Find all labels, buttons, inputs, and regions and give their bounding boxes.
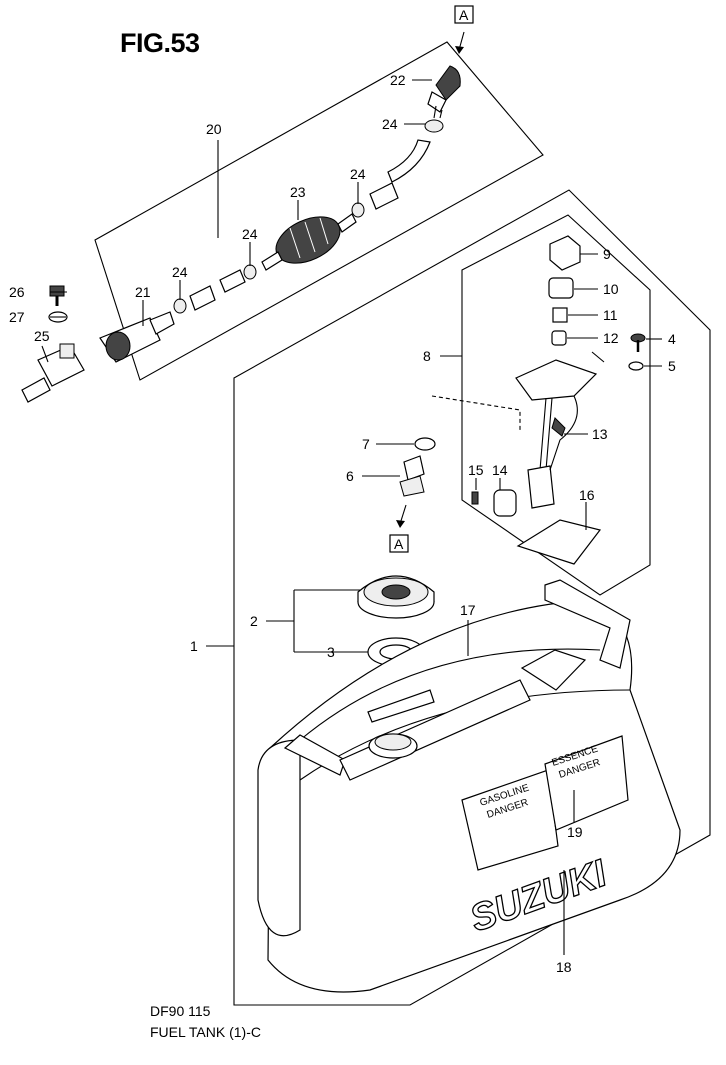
part-12-seal — [551, 330, 567, 346]
callout-3: 3 — [327, 644, 335, 660]
callout-9: 9 — [603, 246, 611, 262]
callout-14: 14 — [492, 462, 508, 478]
part-24-clip-left — [173, 298, 187, 314]
part-21-connector — [99, 311, 175, 363]
part-24-clip-top — [424, 119, 444, 133]
callout-15: 15 — [468, 462, 484, 478]
callout-24-top: 24 — [382, 116, 398, 132]
callout-17: 17 — [460, 602, 476, 618]
callout-numbers: 1 2 3 4 5 6 7 8 9 10 11 12 13 14 15 16 1… — [9, 72, 676, 975]
part-4-screw — [630, 333, 646, 352]
part-5-washer — [628, 361, 644, 371]
ref-marker-a-mid: A — [389, 504, 409, 553]
callout-8: 8 — [423, 348, 431, 364]
callout-11: 11 — [603, 307, 618, 323]
fuel-hose-segment-left — [189, 285, 216, 311]
fuel-hose-curve — [387, 139, 431, 183]
part-24-clip-right — [351, 202, 365, 218]
callout-1: 1 — [190, 638, 198, 654]
callout-24-right: 24 — [350, 166, 366, 182]
callout-27: 27 — [9, 309, 25, 325]
part-10-gasket — [548, 277, 574, 299]
callout-4: 4 — [668, 331, 676, 347]
part-2-fuel-cap — [357, 575, 435, 619]
ref-marker-a-top: A — [454, 5, 474, 54]
callout-18: 18 — [556, 959, 572, 975]
callout-25: 25 — [34, 328, 50, 344]
part-15-clip — [471, 491, 479, 505]
callout-7: 7 — [362, 436, 370, 452]
svg-text:A: A — [394, 536, 404, 552]
figure-title: FIG.53 — [120, 28, 200, 58]
fuel-hose-segment-right — [369, 182, 399, 210]
part-14-float — [493, 489, 517, 517]
leader-lines — [41, 79, 662, 955]
tank-group-frame — [233, 189, 711, 1006]
svg-text:A: A — [459, 7, 469, 23]
part-6-fitting — [399, 455, 425, 497]
callout-23: 23 — [290, 184, 306, 200]
part-7-washer — [414, 437, 436, 451]
fuel-hose-segment-mid — [219, 269, 246, 293]
callout-16: 16 — [579, 487, 595, 503]
callout-26: 26 — [9, 284, 25, 300]
callout-20: 20 — [206, 121, 222, 137]
part-11-lens — [552, 307, 568, 323]
part-23-primer-bulb — [261, 213, 357, 271]
part-22-connector — [427, 65, 461, 119]
callout-24-left: 24 — [172, 264, 188, 280]
callout-2: 2 — [250, 613, 258, 629]
part-16-gasket — [516, 519, 602, 565]
callout-13: 13 — [592, 426, 608, 442]
callout-21: 21 — [135, 284, 151, 300]
figure-caption: FUEL TANK (1)-C — [150, 1024, 261, 1040]
part-9-gauge-cover — [549, 235, 581, 271]
part-26-screw — [49, 285, 65, 306]
callout-19: 19 — [567, 824, 583, 840]
part-24-clip-mid — [243, 264, 257, 280]
part-13-screw — [551, 417, 566, 437]
callout-6: 6 — [346, 468, 354, 484]
callout-5: 5 — [668, 358, 676, 374]
sender-group-frame — [461, 214, 651, 596]
part-1-fuel-tank — [257, 579, 681, 993]
model-label: DF90 115 — [150, 1003, 211, 1019]
callout-12: 12 — [603, 330, 619, 346]
callout-10: 10 — [603, 281, 619, 297]
part-8-fuel-gauge-sender — [431, 351, 605, 509]
part-25-tank-connector — [21, 343, 85, 403]
callout-22: 22 — [390, 72, 406, 88]
callout-24-mid: 24 — [242, 226, 258, 242]
